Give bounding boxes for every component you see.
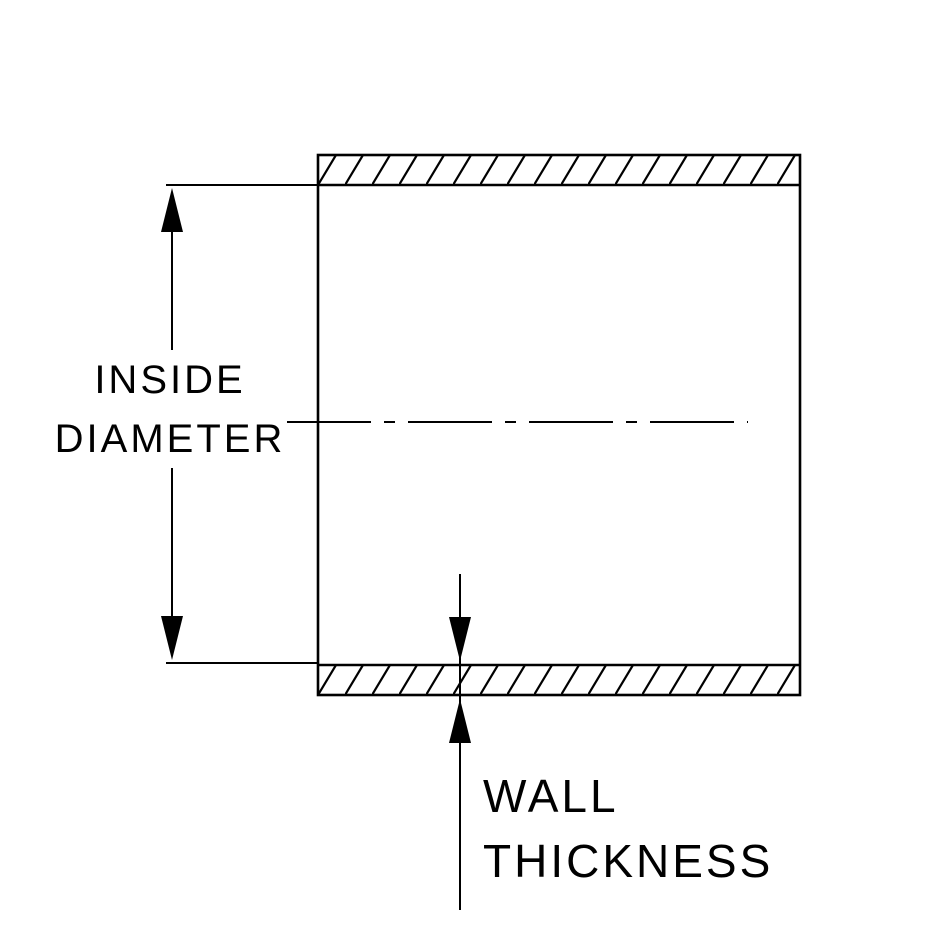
bottom-wall-hatch — [318, 665, 800, 695]
tube-outline — [316, 153, 802, 697]
wall-thickness-label-line2: THICKNESS — [483, 835, 773, 887]
inside-diameter-label-line1: INSIDE — [94, 358, 245, 402]
wall-thickness-arrow-down-icon — [449, 617, 471, 661]
inside-diameter-arrow-up-icon — [161, 188, 183, 232]
wall-thickness-label-line1: WALL — [483, 770, 619, 822]
inside-diameter-label-line2: DIAMETER — [55, 417, 286, 461]
top-wall-hatch — [318, 155, 800, 185]
wall-thickness-arrow-up-icon — [449, 699, 471, 743]
inside-diameter-arrow-down-icon — [161, 616, 183, 660]
